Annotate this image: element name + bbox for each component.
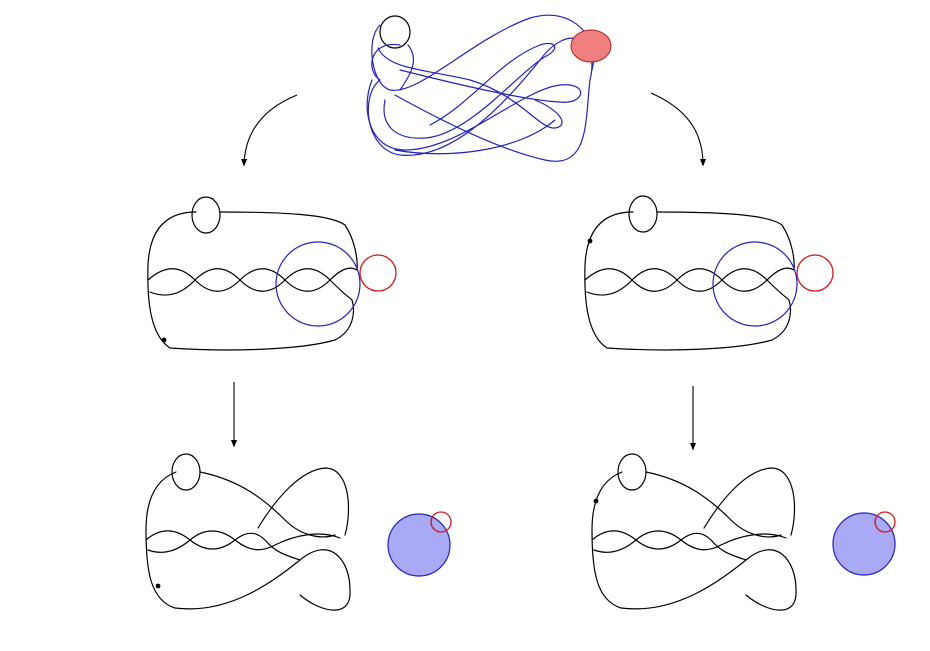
br-red-circle xyxy=(874,511,896,533)
mr-twist-upper xyxy=(584,267,795,292)
mr-red-circle xyxy=(796,254,834,292)
top-red-disk xyxy=(570,29,612,63)
bl-blue-disk xyxy=(387,513,451,577)
bl-outer-2 xyxy=(199,471,336,538)
top-black-loop xyxy=(379,15,411,49)
br-outer-3 xyxy=(703,467,796,536)
bl-outer-3 xyxy=(257,467,350,536)
ml-twist-upper xyxy=(147,267,358,292)
bottom-right-diagram xyxy=(591,453,896,611)
ml-twist-lower xyxy=(149,268,353,301)
top-blue-strand-6 xyxy=(394,119,556,155)
br-twist-upper xyxy=(591,530,747,561)
br-twist-lower xyxy=(593,530,787,553)
bl-dot xyxy=(155,583,161,589)
mr-outer-bottom xyxy=(584,211,792,351)
ml-red-circle xyxy=(359,254,397,292)
ml-outer-top xyxy=(219,211,358,271)
top-blue-strand-1 xyxy=(367,37,593,162)
mr-outer-top xyxy=(656,211,795,271)
br-outer-2 xyxy=(645,471,782,538)
top-knot xyxy=(366,14,612,162)
top-blue-strand-2 xyxy=(371,14,594,91)
bl-twist-lower xyxy=(147,530,341,553)
br-outer-1 xyxy=(591,471,797,611)
arrow-top-left xyxy=(241,94,298,167)
top-blue-strand-5 xyxy=(377,47,563,129)
br-red-dashed-arc xyxy=(874,517,887,533)
mr-dot xyxy=(587,238,593,244)
bl-outer-1 xyxy=(145,471,351,611)
br-blue-disk xyxy=(832,512,896,576)
mr-twist-lower xyxy=(586,268,790,301)
top-blue-strand-7 xyxy=(399,44,414,91)
ml-dot xyxy=(161,337,167,343)
ml-small-loop xyxy=(191,196,221,234)
middle-left-diagram xyxy=(147,196,397,351)
br-dot xyxy=(593,498,599,504)
bottom-left-diagram xyxy=(145,453,452,611)
ml-outer-bottom xyxy=(147,211,355,351)
bl-red-circle xyxy=(430,511,452,533)
top-blue-strand-4 xyxy=(383,42,556,139)
mr-small-loop xyxy=(628,195,658,233)
bl-twist-upper xyxy=(145,530,301,561)
arrow-top-right xyxy=(650,92,707,167)
bl-red-dashed-arc xyxy=(430,517,443,533)
ml-blue-circle xyxy=(275,241,361,327)
mr-blue-circle xyxy=(712,241,798,327)
middle-right-diagram xyxy=(584,195,834,351)
top-blue-strand-3 xyxy=(366,69,582,151)
